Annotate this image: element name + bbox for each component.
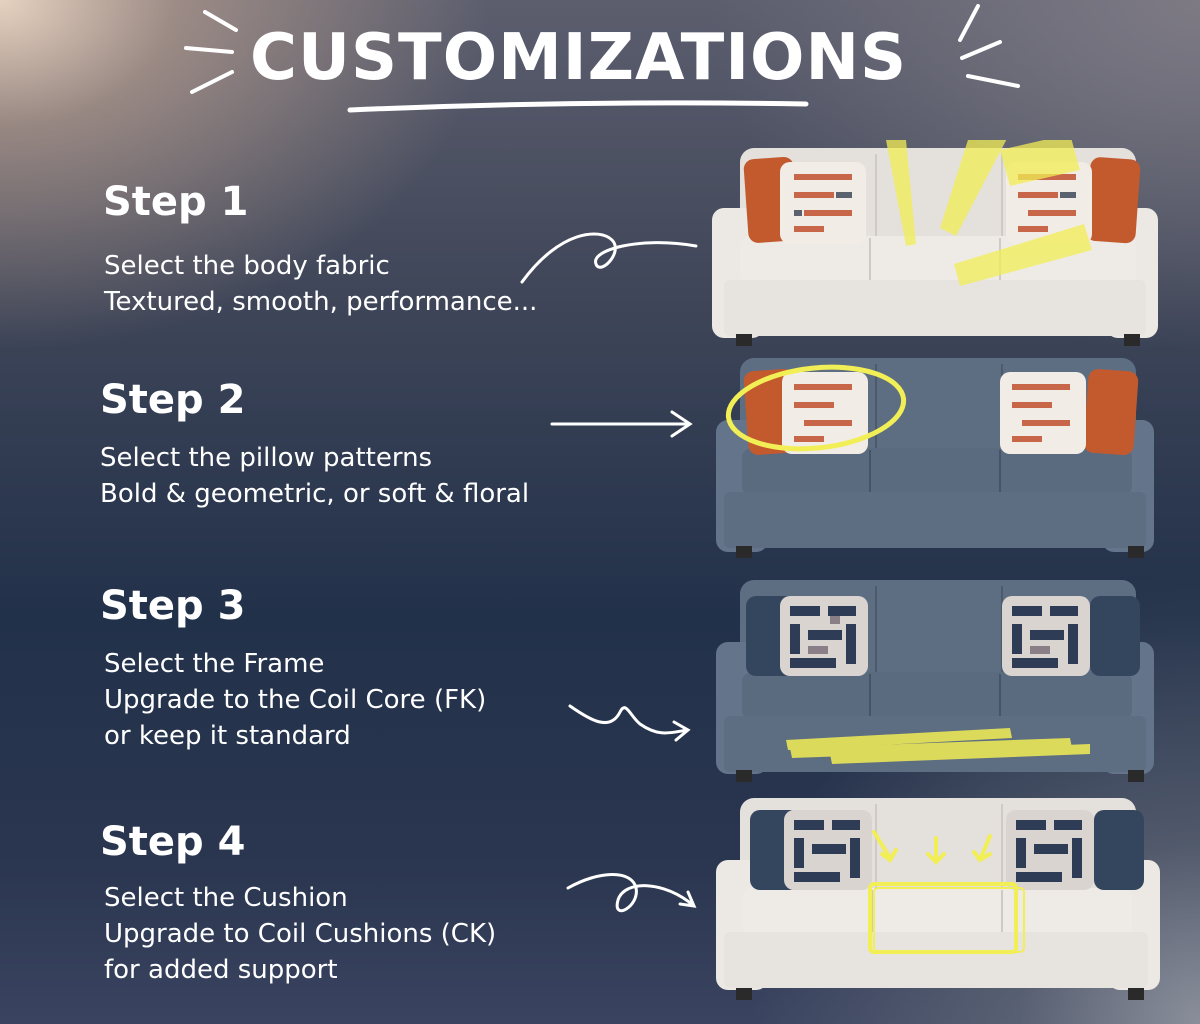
step-1-line-1: Select the body fabric [104,251,390,281]
step-2-line-1: Select the pillow patterns [100,443,433,473]
sofa-cream-geometric-pillows-image [716,798,1160,1000]
step-3-line-1: Select the Frame [104,649,325,679]
step-3-line-2: Upgrade to the Coil Core (FK) [104,685,487,715]
step-1-line-2: Textured, smooth, performance... [104,287,538,317]
sofa-cream-image [712,140,1158,346]
step-4-line-2: Upgrade to Coil Cushions (CK) [104,919,497,949]
step-2-line-2: Bold & geometric, or soft & floral [100,479,530,509]
step-4-line-3: for added support [104,955,338,985]
step-1-heading: Step 1 [103,179,249,225]
step-4-heading: Step 4 [100,819,246,865]
sofa-blue-geometric-pillows-image [716,580,1154,782]
step1-arrow [520,232,698,284]
page-title: CUSTOMIZATIONS [250,21,908,95]
step-3-heading: Step 3 [100,583,246,629]
step-3-line-3: or keep it standard [104,721,351,751]
step-4-line-1: Select the Cushion [104,883,348,913]
sofa-blue-orange-pillows-image [716,358,1154,558]
step-2-heading: Step 2 [100,377,246,423]
